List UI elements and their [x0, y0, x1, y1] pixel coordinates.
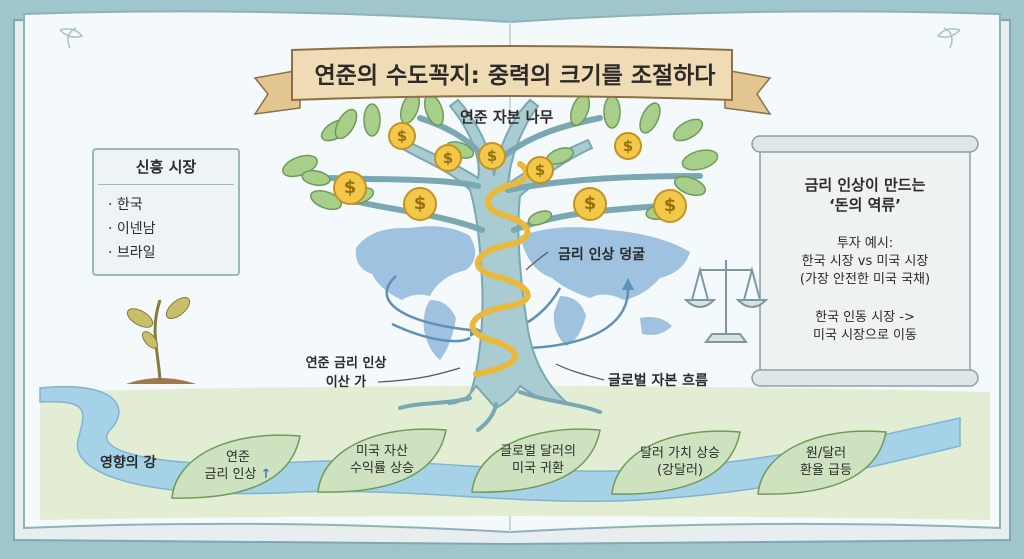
river-label: 영향의 강 [100, 455, 157, 471]
tree-roots [398, 390, 602, 432]
world-map [355, 226, 690, 360]
effect-leaf-2: 미국 자산 수익률 상승 [330, 443, 434, 477]
scroll-heading-line1: 금리 인상이 만드는 [804, 176, 926, 194]
vine-label: 금리 인상 덩굴 [558, 247, 646, 263]
leaf-line2: 환율 급등 [800, 463, 852, 478]
move-line1: 한국 인동 시장 -> [815, 310, 915, 325]
dollar-sign-icon: $ [442, 149, 454, 167]
dollar-sign-icon: $ [583, 193, 597, 214]
effect-leaf-4: 달러 가치 상승 (강달러) [622, 445, 738, 479]
emerging-market-panel: 신흥 시장 · 한국 · 이넨남 · 브라일 [92, 148, 240, 276]
panel-item: · 한국 [108, 197, 143, 213]
page-title: 연준의 수도꼭지: 중력의 크기를 조절하다 [314, 63, 716, 89]
leaf-line1: 글로벌 달러의 [500, 444, 576, 459]
effect-leaf-1: 연준 금리 인상 ↑ [190, 449, 286, 483]
label-pointers [377, 251, 605, 383]
rate-hike-vine [469, 161, 531, 377]
panel-title: 신흥 시장 [135, 158, 197, 176]
root-label-line1: 연준 금리 인상 [305, 356, 387, 371]
leaf-line2: (강달러) [656, 463, 704, 478]
leaf-line2: 금리 인상 ↑ [190, 466, 286, 483]
dollar-sign-icon: $ [343, 177, 357, 198]
panel-divider [98, 184, 234, 185]
scroll-panel [751, 135, 979, 387]
root-label-line2: 이산 가 [325, 375, 367, 390]
flow-label: 글로벌 자본 흐름 [608, 373, 708, 389]
leaf-line2-text: 금리 인상 [204, 467, 257, 482]
balance-scale-icon [683, 260, 769, 343]
example-title: 투자 예시: [836, 236, 894, 251]
leaf-line1: 달러 가치 상승 [639, 446, 721, 461]
leaf-line1: 원/달러 [805, 446, 847, 461]
dollar-sign-icon: $ [622, 137, 634, 155]
panel-item: · 브라일 [108, 245, 156, 261]
effect-leaf-5: 원/달러 환율 급등 [774, 445, 878, 479]
effect-leaves [171, 428, 887, 499]
tree-label: 연준 자본 나무 [460, 108, 554, 126]
panel-item: · 이넨남 [108, 221, 156, 237]
example-line2: (가장 안전한 미국 국채) [799, 272, 931, 287]
leaf-line1: 연준 [226, 450, 250, 465]
example-line1: 한국 시장 vs 미국 시장 [801, 254, 929, 269]
dollar-sign-icon: $ [413, 193, 427, 214]
dollar-sign-icon: $ [396, 127, 408, 145]
dollar-sign-icon: $ [663, 195, 677, 216]
scroll-heading-line2: ‘돈의 역류’ [829, 196, 901, 214]
dollar-coins [333, 122, 687, 223]
leaf-line2: 미국 귀환 [512, 461, 564, 476]
title-banner [253, 45, 772, 115]
leaf-line1: 미국 자산 [356, 444, 408, 459]
leaf-line2: 수익률 상승 [350, 461, 414, 476]
dollar-sign-icon: $ [486, 147, 498, 165]
up-arrow-icon: ↑ [260, 467, 272, 482]
dollar-sign-icon: $ [534, 161, 546, 179]
effect-leaf-3: 글로벌 달러의 미국 귀환 [480, 443, 596, 477]
wilting-sprout [126, 297, 196, 384]
move-line2: 미국 시장으로 이동 [813, 328, 917, 343]
